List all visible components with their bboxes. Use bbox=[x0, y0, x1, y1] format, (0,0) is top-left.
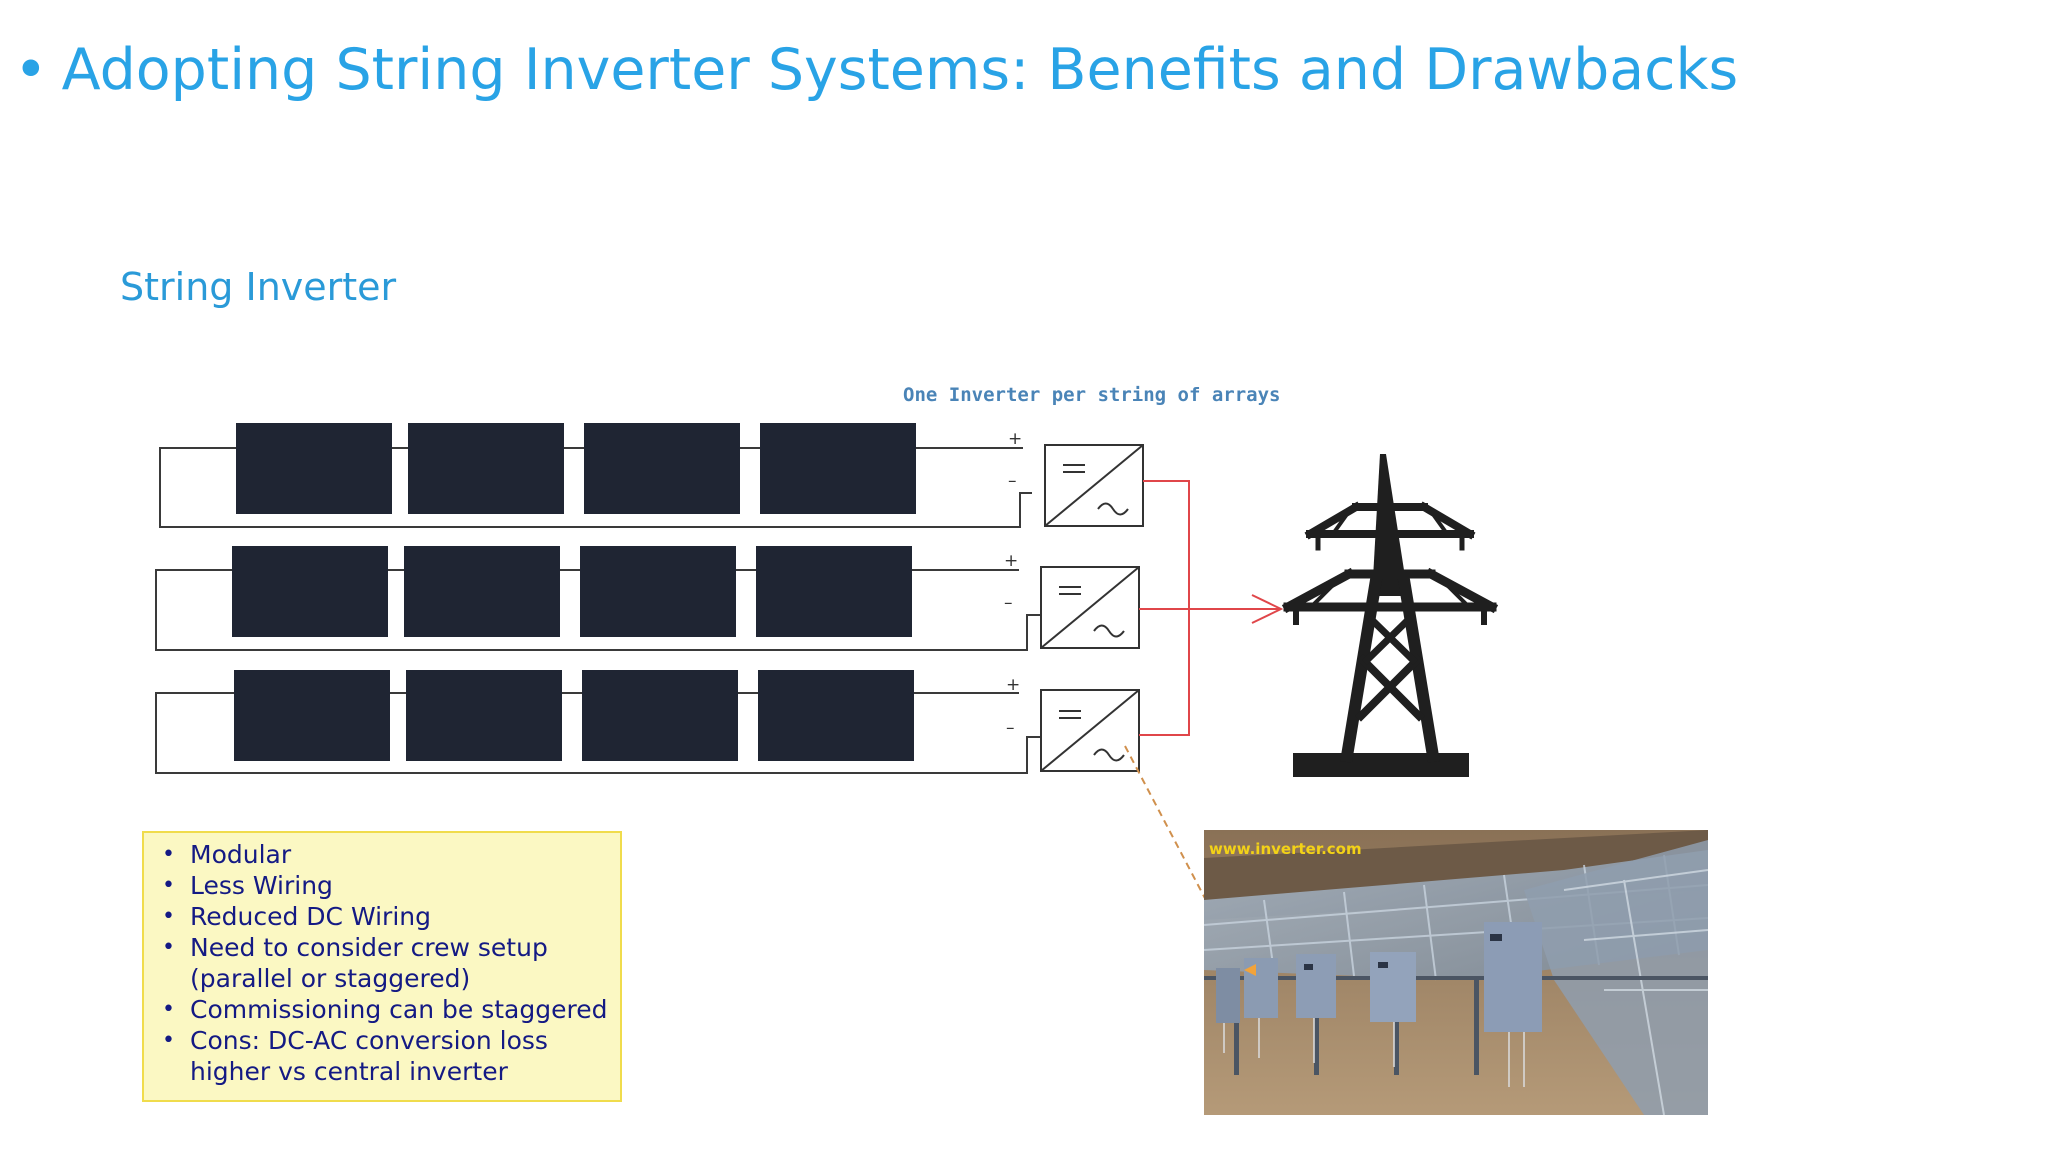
slide-title: •Adopting String Inverter Systems: Benef… bbox=[14, 30, 1738, 110]
photo-watermark: www.inverter.com bbox=[1209, 840, 1362, 858]
solar-panel bbox=[408, 423, 564, 514]
solar-panel bbox=[582, 670, 738, 761]
solar-panel bbox=[404, 546, 560, 637]
solar-panel bbox=[234, 670, 390, 761]
transmission-tower-icon bbox=[1281, 454, 1499, 777]
list-item: Cons: DC-AC conversion loss higher vs ce… bbox=[158, 1025, 610, 1087]
diagram-caption: One Inverter per string of arrays bbox=[903, 384, 1281, 406]
solar-panel bbox=[760, 423, 916, 514]
dc-plus-label: + bbox=[1006, 675, 1020, 695]
list-item: Modular bbox=[158, 839, 610, 870]
benefits-note: Modular Less Wiring Reduced DC Wiring Ne… bbox=[142, 831, 622, 1102]
inverter-2 bbox=[1040, 566, 1140, 649]
title-bullet: • bbox=[14, 37, 48, 103]
list-item: Less Wiring bbox=[158, 870, 610, 901]
solar-panel bbox=[232, 546, 388, 637]
section-heading: String Inverter bbox=[120, 265, 397, 309]
pv-string-2: + – bbox=[155, 546, 1140, 651]
inverter-3 bbox=[1040, 689, 1140, 772]
list-item: Commissioning can be staggered bbox=[158, 994, 610, 1025]
solar-panel bbox=[580, 546, 736, 637]
solar-panel bbox=[584, 423, 740, 514]
solar-panel bbox=[756, 546, 912, 637]
benefits-list: Modular Less Wiring Reduced DC Wiring Ne… bbox=[158, 839, 610, 1087]
dc-plus-label: + bbox=[1008, 429, 1022, 449]
inverter-field-photo bbox=[1204, 830, 1708, 1115]
dc-plus-label: + bbox=[1004, 551, 1018, 571]
solar-panel bbox=[236, 423, 392, 514]
dc-minus-label: – bbox=[1006, 718, 1015, 738]
list-item: Reduced DC Wiring bbox=[158, 901, 610, 932]
solar-panel bbox=[406, 670, 562, 761]
list-item: Need to consider crew setup (parallel or… bbox=[158, 932, 610, 994]
arrow-head-icon bbox=[1251, 594, 1284, 624]
pv-string-3: + – bbox=[155, 670, 1140, 774]
solar-panel bbox=[758, 670, 914, 761]
dc-minus-label: – bbox=[1008, 471, 1017, 491]
inverter-units bbox=[1216, 922, 1542, 1032]
inverter-1 bbox=[1044, 444, 1144, 527]
pv-string-1: + – bbox=[159, 423, 1144, 528]
slide-title-text: Adopting String Inverter Systems: Benefi… bbox=[61, 37, 1739, 103]
ac-output-lines bbox=[1139, 480, 1284, 736]
dc-minus-label: – bbox=[1004, 593, 1013, 613]
